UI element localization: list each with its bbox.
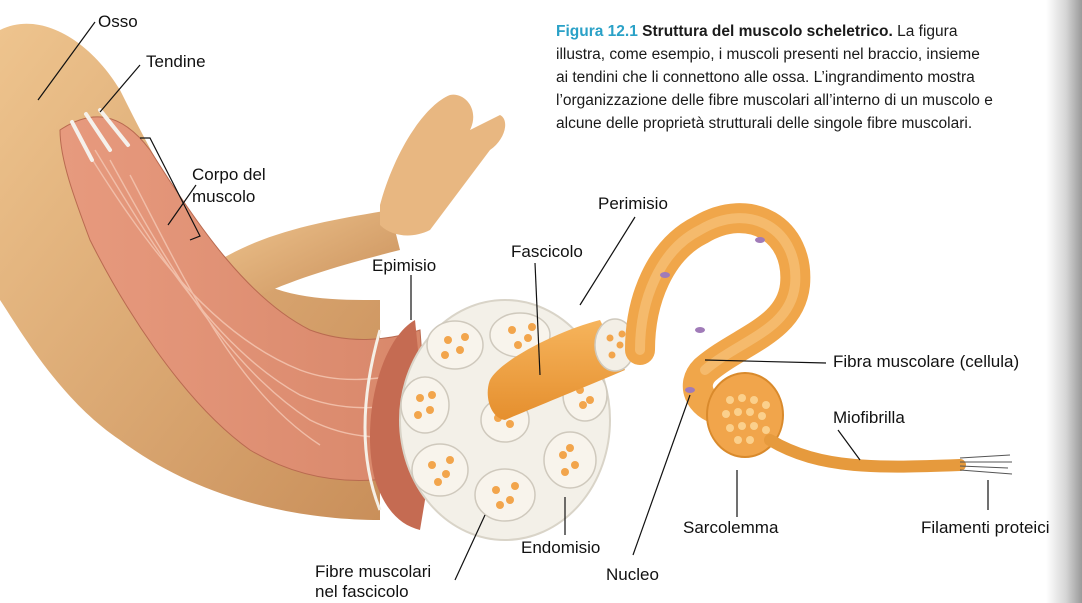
figure-number: Figura 12.1 [556, 23, 638, 40]
label-fibre-line1: Fibre muscolari [315, 562, 431, 582]
caption-line-2: illustra, come esempio, i muscoli presen… [556, 46, 980, 63]
label-fibre-line2: nel fascicolo [315, 582, 409, 602]
label-corpo-line1: Corpo del [192, 165, 266, 185]
myofibril [770, 440, 960, 467]
label-fascicolo: Fascicolo [511, 242, 583, 262]
label-tendine: Tendine [146, 52, 206, 72]
caption-line-1: La figura [897, 23, 957, 40]
caption-line-5: alcune delle proprietà strutturali delle… [556, 115, 972, 132]
hand [380, 95, 505, 236]
caption-line-3: ai tendini che li connettono alle ossa. … [556, 69, 975, 86]
figure-caption: Figura 12.1 Struttura del muscolo schele… [556, 20, 1066, 135]
label-nucleo: Nucleo [606, 565, 659, 585]
muscle-fiber [640, 218, 795, 410]
label-perimisio: Perimisio [598, 194, 668, 214]
label-osso: Osso [98, 12, 138, 32]
label-endomisio: Endomisio [521, 538, 600, 558]
label-filamenti-proteici: Filamenti proteici [921, 518, 1050, 538]
label-corpo-line2: muscolo [192, 187, 255, 207]
label-sarcolemma: Sarcolemma [683, 518, 778, 538]
protein-filaments [960, 455, 1012, 474]
label-miofibrilla: Miofibrilla [833, 408, 905, 428]
label-epimisio: Epimisio [372, 256, 436, 276]
label-fibra-muscolare: Fibra muscolare (cellula) [833, 352, 1019, 372]
figure-title: Struttura del muscolo scheletrico. [642, 23, 893, 40]
caption-line-4: l’organizzazione delle fibre muscolari a… [556, 92, 993, 109]
